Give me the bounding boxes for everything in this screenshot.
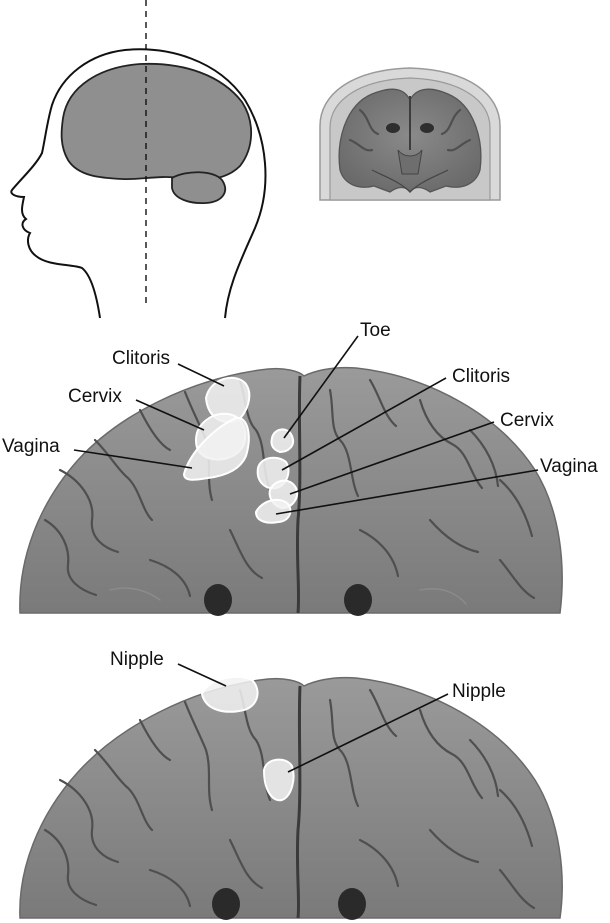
region-nipple-left	[200, 675, 259, 713]
cortex-shape-bottom	[19, 676, 563, 919]
cerebrum-shape	[60, 62, 253, 181]
region-group-middle	[182, 376, 298, 524]
region-vagina-left	[182, 416, 250, 481]
coronal-section-icon	[319, 67, 501, 201]
region-vagina-right	[254, 498, 292, 524]
region-nipple-right	[262, 758, 295, 802]
label-clitoris-right: Clitoris	[452, 366, 510, 387]
labels-middle: Clitoris Cervix Vagina Toe Clitoris Cerv…	[2, 320, 598, 477]
label-clitoris-left: Clitoris	[112, 348, 170, 369]
cortex-section-bottom	[19, 676, 563, 920]
region-toe	[270, 428, 294, 454]
cerebellum-shape	[171, 171, 227, 204]
label-nipple-right: Nipple	[452, 681, 506, 702]
label-cervix-right: Cervix	[500, 410, 554, 431]
labels-bottom: Nipple Nipple	[110, 649, 506, 702]
label-vagina-right: Vagina	[540, 456, 598, 477]
leader-lines-middle	[73, 335, 539, 515]
label-vagina-left: Vagina	[2, 436, 60, 457]
label-toe: Toe	[360, 320, 391, 341]
head-profile-icon	[10, 0, 267, 319]
leader-lines-bottom	[177, 663, 449, 773]
region-group-bottom	[200, 675, 295, 802]
label-cervix-left: Cervix	[68, 386, 122, 407]
label-nipple-left: Nipple	[110, 649, 164, 670]
